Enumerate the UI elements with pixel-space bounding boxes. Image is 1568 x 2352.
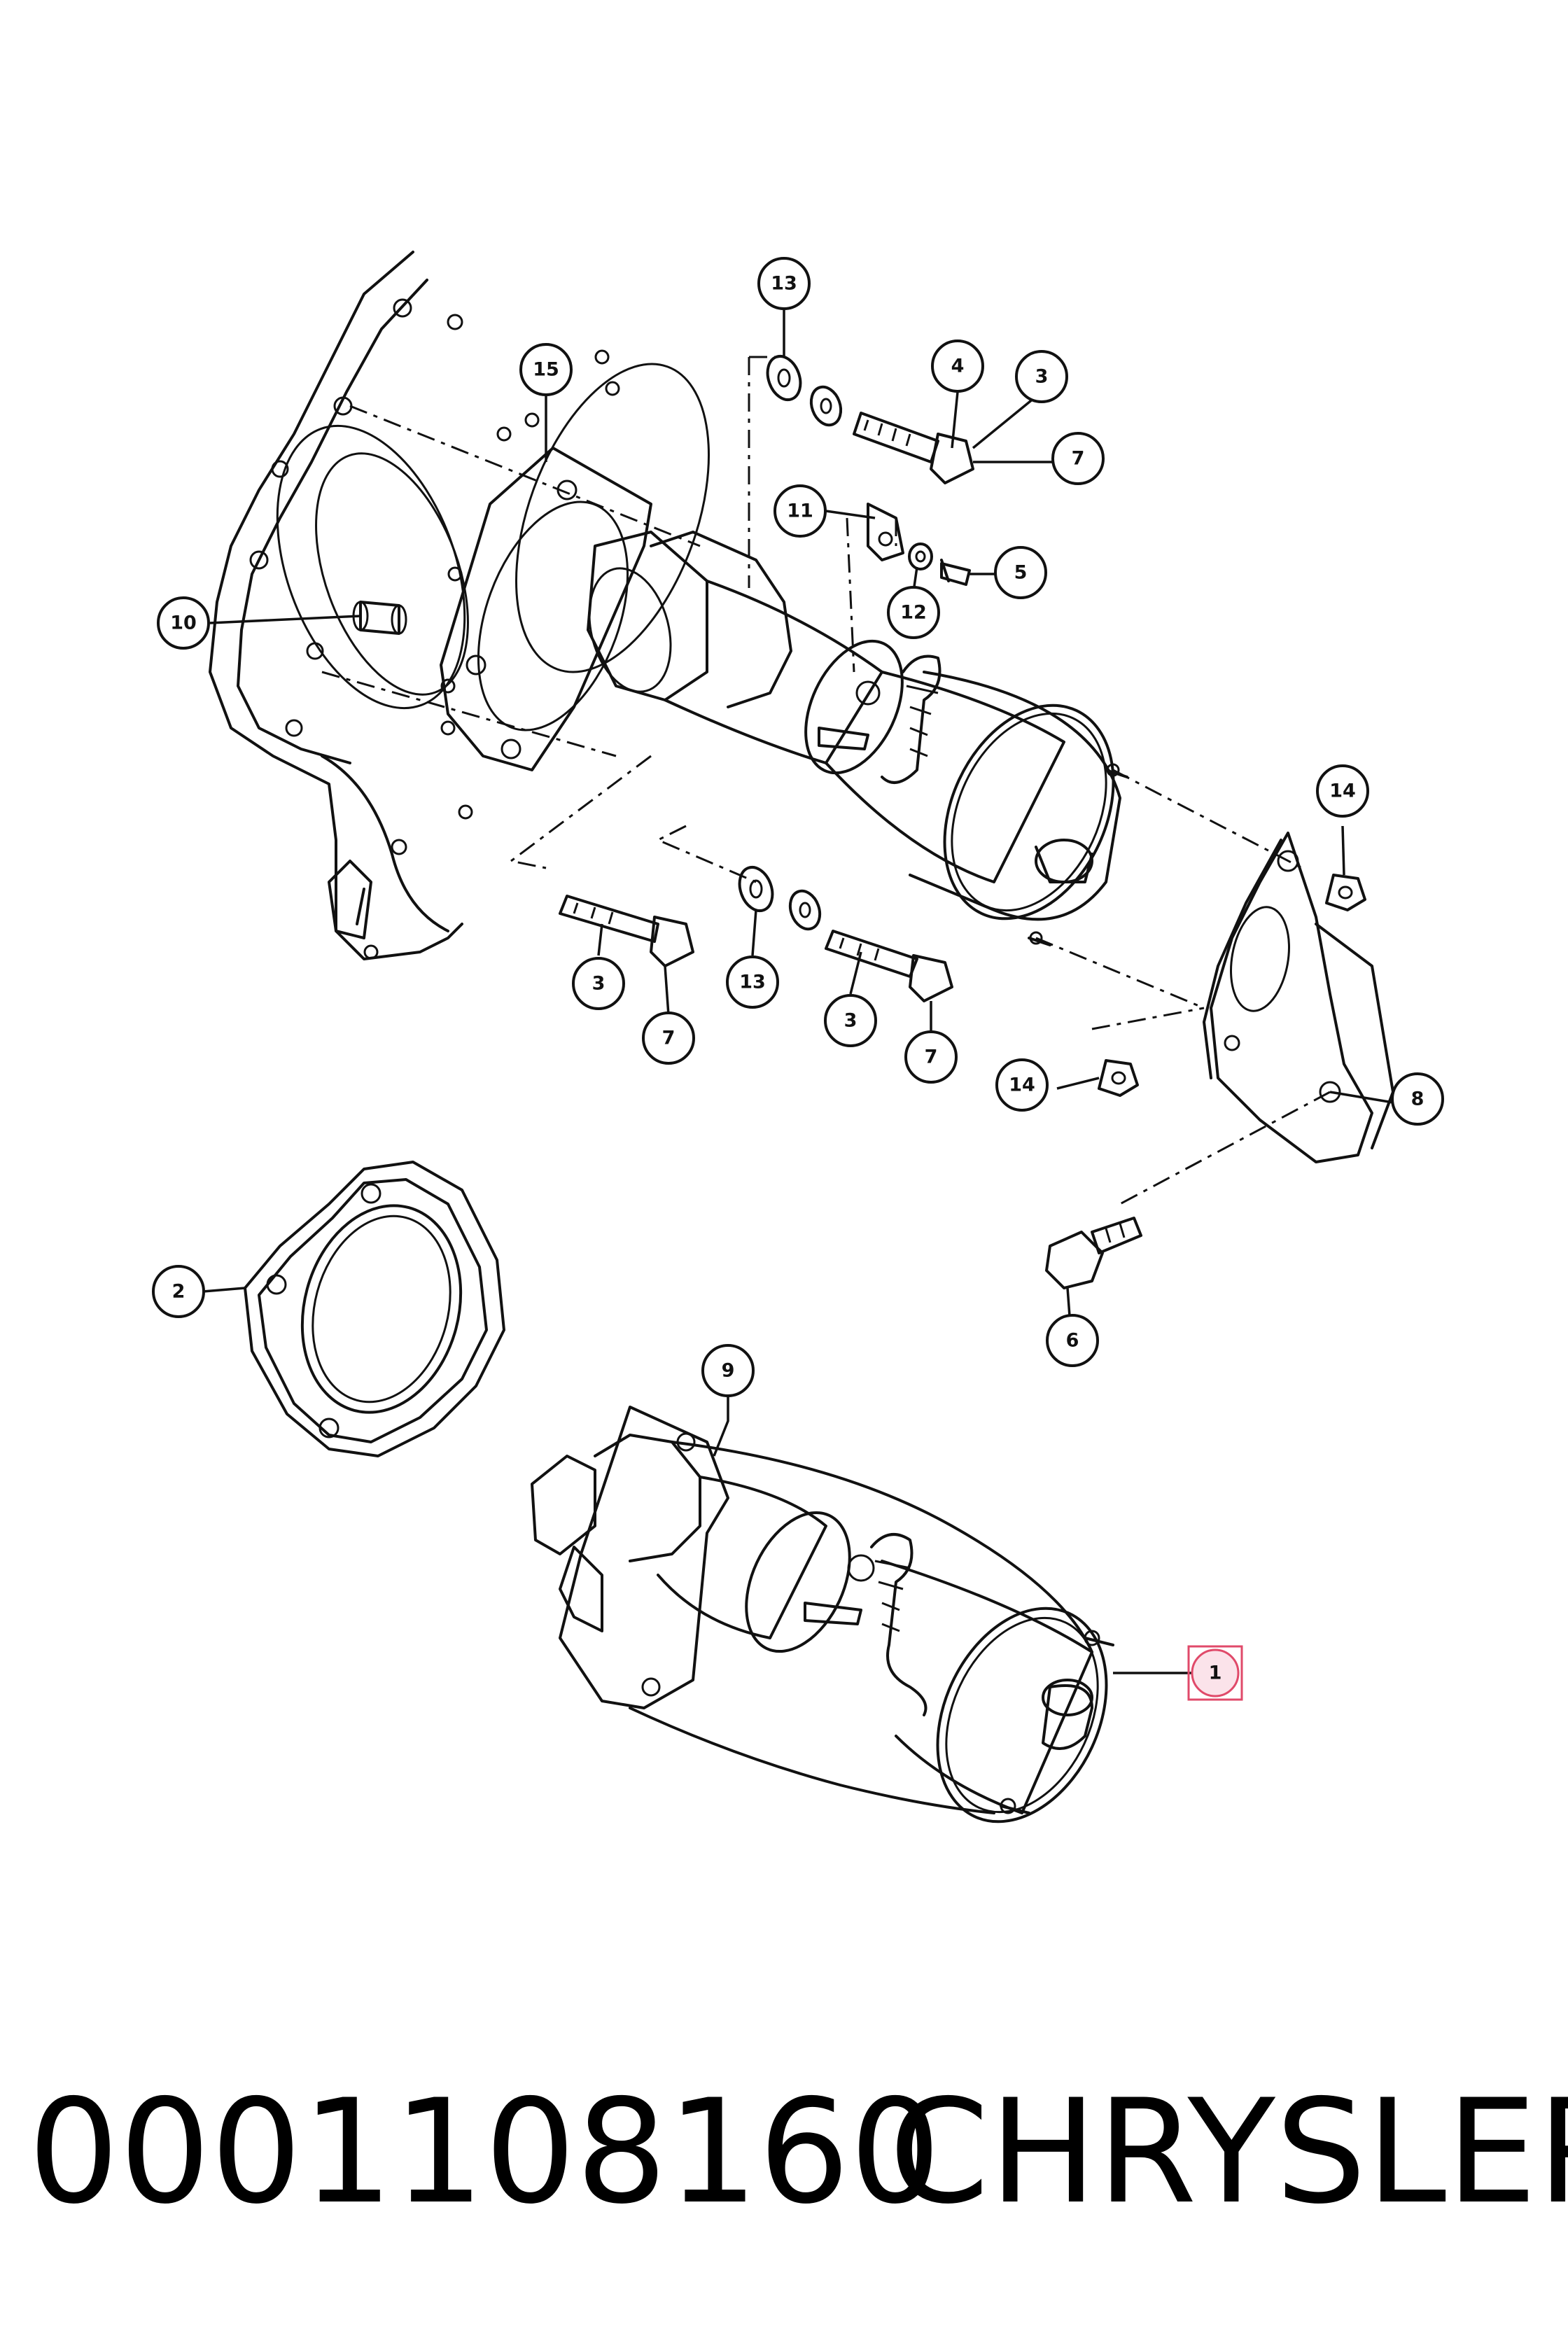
rear-bracket xyxy=(1203,832,1394,1163)
callout-15: 15 xyxy=(519,343,573,396)
starter-motor-upper xyxy=(587,531,1128,946)
callout-10: 10 xyxy=(157,596,210,650)
svg-text:2: 2 xyxy=(172,1281,186,1303)
loose-gasket xyxy=(244,1161,505,1457)
callout-1-highlighted[interactable]: 1 xyxy=(1187,1645,1243,1701)
svg-text:10: 10 xyxy=(170,612,197,634)
svg-text:15: 15 xyxy=(533,359,559,381)
callout-9: 9 xyxy=(701,1344,755,1397)
callout-4: 4 xyxy=(931,340,984,393)
svg-text:14: 14 xyxy=(1329,780,1356,802)
svg-text:7: 7 xyxy=(1072,448,1085,470)
callout-7-top: 7 xyxy=(1051,432,1105,485)
part-number: 0001108160 xyxy=(28,2069,941,2236)
svg-text:3: 3 xyxy=(844,1010,858,1032)
part-caption: 0001108160 CHRYSLER xyxy=(28,2065,1568,2240)
svg-text:3: 3 xyxy=(1035,366,1049,388)
brand-name: CHRYSLER xyxy=(889,2069,1568,2236)
assembly-centerlines xyxy=(321,356,1331,1205)
callout-13-top: 13 xyxy=(757,257,811,310)
svg-text:7: 7 xyxy=(662,1028,676,1049)
callout-3-left: 3 xyxy=(572,957,625,1010)
engine-adapter-plate xyxy=(209,251,473,960)
svg-text:1: 1 xyxy=(1209,1662,1222,1684)
callout-6: 6 xyxy=(1046,1314,1099,1367)
callout-7-right: 7 xyxy=(904,1030,958,1084)
callout-14-lower: 14 xyxy=(995,1058,1049,1112)
callout-13-lower: 13 xyxy=(726,955,779,1009)
svg-text:7: 7 xyxy=(925,1046,938,1068)
callout-2: 2 xyxy=(152,1265,205,1318)
svg-text:12: 12 xyxy=(900,602,927,624)
svg-text:5: 5 xyxy=(1014,562,1028,584)
svg-text:4: 4 xyxy=(951,356,965,377)
svg-text:13: 13 xyxy=(739,972,766,993)
svg-text:3: 3 xyxy=(592,973,606,995)
callout-5: 5 xyxy=(994,546,1047,599)
svg-text:13: 13 xyxy=(771,273,797,295)
svg-text:14: 14 xyxy=(1009,1074,1035,1096)
starter-motor-assembly xyxy=(531,1406,1114,1823)
callout-3-right: 3 xyxy=(824,994,877,1047)
callout-14-right: 14 xyxy=(1316,764,1369,818)
callout-11: 11 xyxy=(774,484,827,538)
callout-3-top: 3 xyxy=(1015,350,1068,403)
svg-text:11: 11 xyxy=(787,500,813,522)
callout-12: 12 xyxy=(887,586,940,639)
svg-text:9: 9 xyxy=(722,1360,735,1382)
callout-8: 8 xyxy=(1391,1072,1444,1126)
fasteners xyxy=(352,355,1366,1289)
callout-leaders xyxy=(202,308,1394,1674)
svg-text:8: 8 xyxy=(1411,1088,1424,1110)
callout-7-left: 7 xyxy=(642,1011,695,1065)
svg-text:6: 6 xyxy=(1066,1330,1079,1352)
